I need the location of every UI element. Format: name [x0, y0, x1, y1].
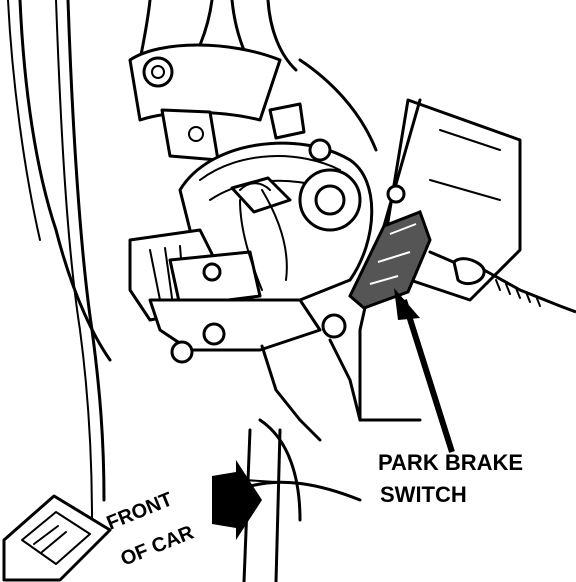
connector-plug	[452, 257, 486, 286]
pedal-arm	[242, 338, 362, 582]
park-brake-switch	[348, 210, 576, 314]
callout-arrow-switch	[394, 288, 455, 453]
lower-arm	[148, 298, 322, 352]
front-of-car-label-line2: OF CAR	[118, 521, 198, 570]
pedal-mechanism	[128, 138, 374, 364]
park-brake-label-line2: SWITCH	[380, 482, 467, 507]
front-of-car-label-line1: FRONT	[104, 488, 176, 534]
brake-pedal-pad	[2, 494, 112, 582]
lower-bolt	[321, 313, 347, 339]
upper-bracket	[128, 43, 306, 162]
front-of-car-arrow	[212, 460, 262, 540]
park-brake-label-line1: PARK BRAKE	[378, 450, 523, 475]
upper-bolt	[142, 56, 174, 88]
